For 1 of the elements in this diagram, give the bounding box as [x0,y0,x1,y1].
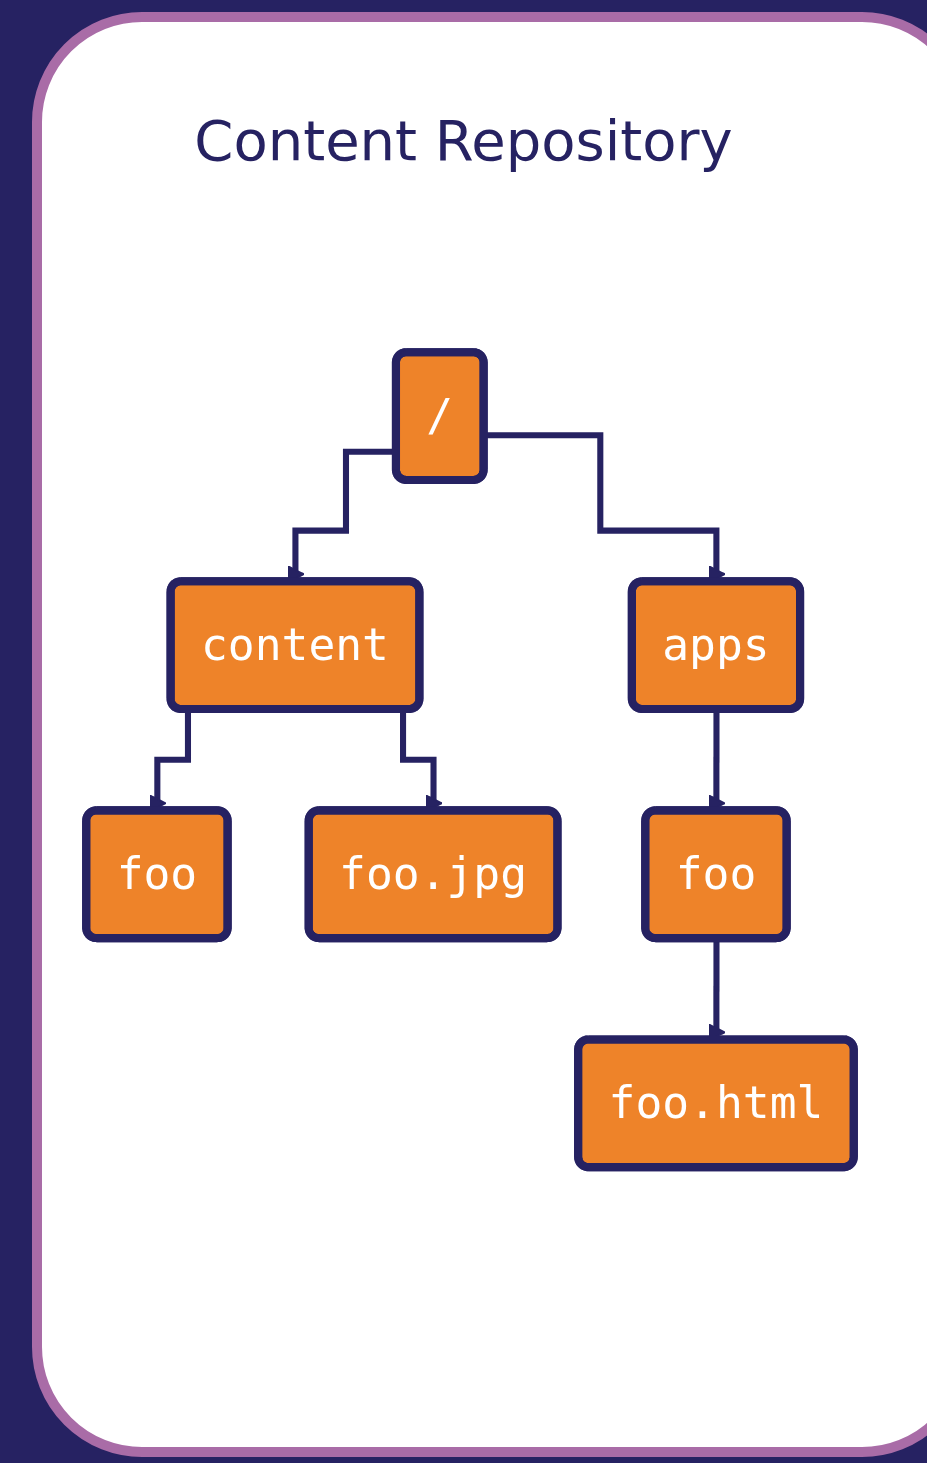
diagram-title: Content Repository [193,108,734,173]
